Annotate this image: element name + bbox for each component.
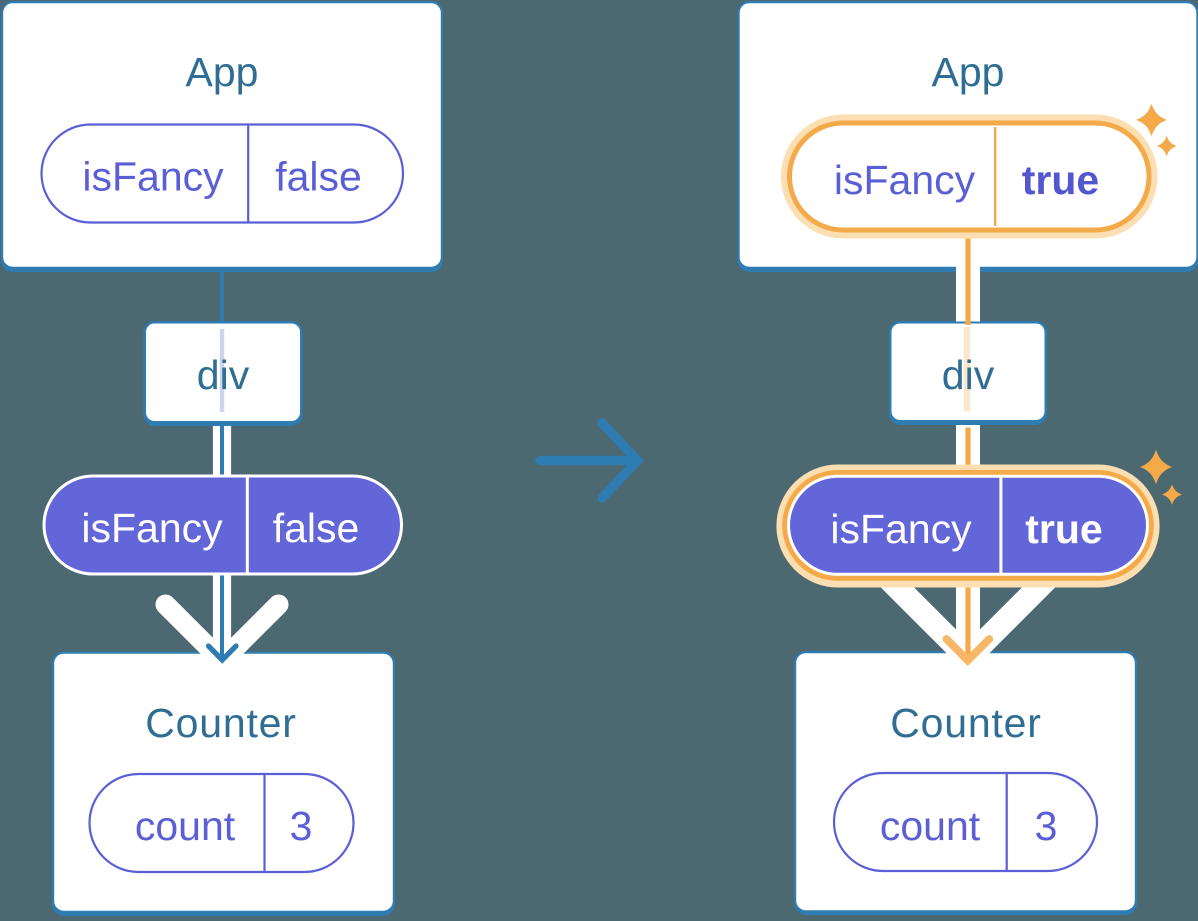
svg-text:div: div xyxy=(942,352,995,398)
svg-text:true: true xyxy=(1022,157,1099,203)
svg-text:false: false xyxy=(275,154,362,200)
svg-text:false: false xyxy=(273,505,360,551)
svg-text:isFancy: isFancy xyxy=(834,157,976,203)
svg-text:true: true xyxy=(1025,506,1102,552)
svg-text:count: count xyxy=(135,803,236,849)
svg-text:3: 3 xyxy=(290,803,313,849)
svg-text:isFancy: isFancy xyxy=(81,505,223,551)
svg-text:div: div xyxy=(197,352,250,398)
svg-text:App: App xyxy=(932,49,1005,95)
svg-text:count: count xyxy=(880,803,981,849)
svg-text:isFancy: isFancy xyxy=(82,154,224,200)
svg-text:Counter: Counter xyxy=(145,700,296,746)
svg-text:App: App xyxy=(186,49,259,95)
svg-text:isFancy: isFancy xyxy=(830,506,972,552)
svg-text:3: 3 xyxy=(1035,803,1058,849)
svg-text:Counter: Counter xyxy=(890,700,1041,746)
